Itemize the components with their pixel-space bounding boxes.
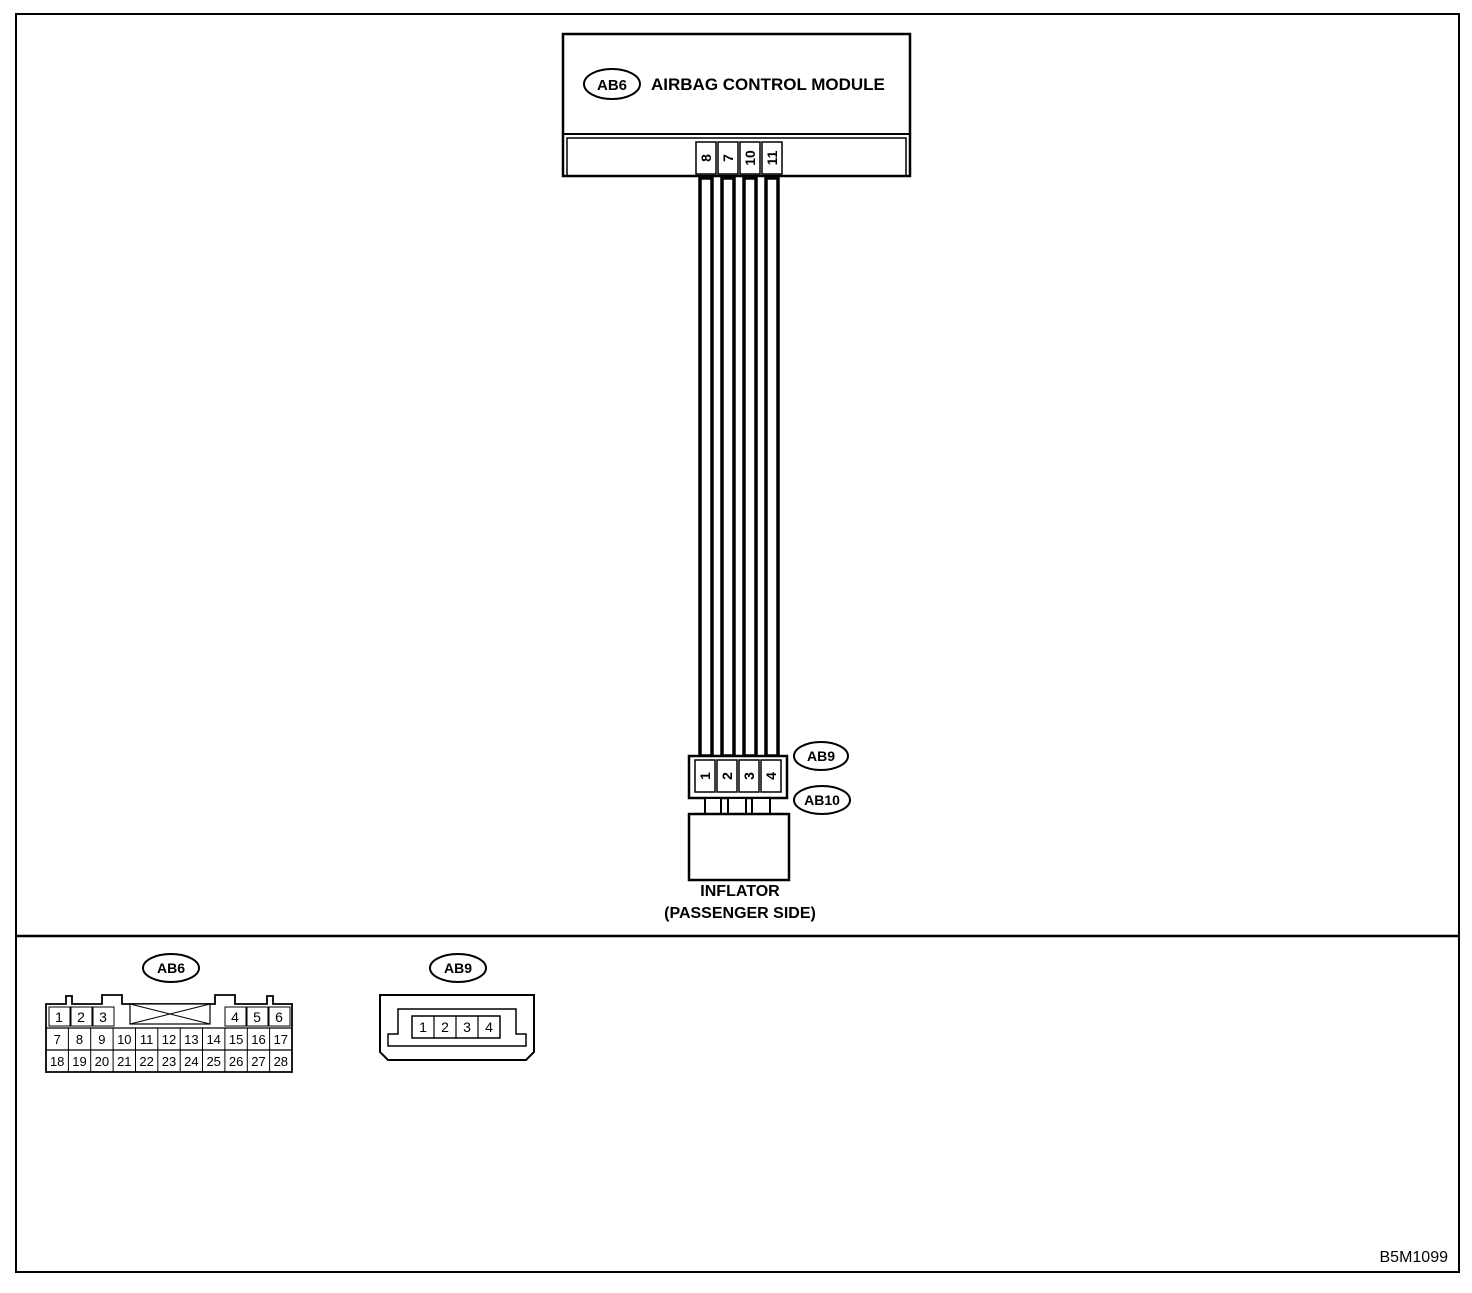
ab6-pin-cell — [48, 1006, 71, 1027]
ab9-connector-view: AB9 1 2 3 4 — [379, 953, 535, 1061]
inflator-stub — [704, 797, 722, 815]
ab6-pin-label: 2 — [77, 1009, 85, 1025]
ab9-pin-label: 3 — [463, 1019, 471, 1035]
ab6-pin-label: 28 — [274, 1054, 288, 1069]
ab6-pin-cell — [70, 1006, 93, 1027]
ab6-pin-label: 14 — [206, 1032, 220, 1047]
ab6-pin-label: 18 — [50, 1054, 64, 1069]
ab6-pin-label: 4 — [231, 1009, 239, 1025]
module-pin-label: 8 — [698, 154, 714, 162]
harness-pin-cell — [760, 759, 782, 793]
module-pin-label: 11 — [764, 150, 780, 165]
ab6-pin-label: 15 — [229, 1032, 243, 1047]
inflator-label: INFLATOR — [700, 883, 780, 900]
ab6-view-tag-oval — [142, 953, 200, 983]
wire — [742, 176, 758, 758]
harness-tag-top-oval — [793, 741, 849, 771]
ab6-pin-cell — [224, 1006, 247, 1027]
ab6-connector-outline — [45, 994, 293, 1073]
ab9-pin-label: 4 — [485, 1019, 493, 1035]
harness-pin-cell — [738, 759, 760, 793]
harness-tag-top: AB9 — [807, 748, 835, 764]
harness-pin-label: 2 — [719, 772, 735, 780]
harness-pin-cell — [716, 759, 738, 793]
ab9-pin-label: 1 — [419, 1019, 427, 1035]
ab6-pin-label: 27 — [251, 1054, 265, 1069]
airbag-control-module: AB6 AIRBAG CONTROL MODULE — [561, 32, 912, 178]
ab6-pin-label: 13 — [184, 1032, 198, 1047]
ab6-pin-label: 9 — [98, 1032, 105, 1047]
module-title: AIRBAG CONTROL MODULE — [651, 75, 885, 94]
module-pin-cell — [695, 141, 717, 175]
ab9-view-tag: AB9 — [444, 960, 472, 976]
module-pin-cell — [717, 141, 739, 175]
module-connector-tag-oval — [583, 68, 641, 100]
inflator-body — [687, 812, 791, 882]
ab6-pin-label: 20 — [95, 1054, 109, 1069]
wire-harness — [698, 176, 780, 758]
wire — [698, 176, 714, 758]
ab6-pin-label: 16 — [251, 1032, 265, 1047]
module-connector-strip — [566, 137, 907, 177]
module-pin-cell — [739, 141, 761, 175]
ab6-pin-label: 11 — [140, 1032, 154, 1047]
ab6-pin-label: 21 — [117, 1054, 131, 1069]
ab6-pin-label: 3 — [99, 1009, 107, 1025]
ab6-pin-cell — [268, 1006, 291, 1027]
harness-tag-bottom: AB10 — [804, 792, 840, 808]
inflator-stub — [751, 797, 771, 815]
inflator-sublabel: (PASSENGER SIDE) — [664, 905, 816, 922]
ab6-blank-cross — [129, 1003, 211, 1025]
harness-pin-label: 4 — [763, 772, 779, 780]
ab6-pin-cell — [246, 1006, 269, 1027]
module-pin-label: 7 — [720, 154, 736, 162]
ab6-pin-label: 26 — [229, 1054, 243, 1069]
ab6-pin-label: 12 — [162, 1032, 176, 1047]
ab9-view-tag-oval — [429, 953, 487, 983]
harness-pin-label: 3 — [741, 772, 757, 780]
module-pins: 8 7 10 11 — [695, 141, 783, 175]
ab6-pin-label: 10 — [117, 1032, 131, 1047]
wire — [764, 176, 780, 758]
ab6-pin-label: 7 — [54, 1032, 61, 1047]
figure-code: B5M1099 — [1380, 1249, 1449, 1266]
harness-connector: 1 2 3 4 AB9 AB10 — [687, 741, 851, 815]
inflator-stub — [727, 797, 747, 815]
ab6-pin-label: 22 — [139, 1054, 153, 1069]
harness-pin-cell — [694, 759, 716, 793]
ab6-pin-label: 5 — [253, 1009, 261, 1025]
ab6-pin-label: 1 — [55, 1009, 63, 1025]
harness-pin-label: 1 — [697, 772, 713, 780]
module-pin-label: 10 — [742, 150, 758, 166]
ab6-pin-label: 24 — [184, 1054, 198, 1069]
ab6-view-tag: AB6 — [157, 960, 185, 976]
ab6-pin-label: 6 — [275, 1009, 283, 1025]
ab6-pin-label: 23 — [162, 1054, 176, 1069]
ab6-pin-label: 25 — [206, 1054, 220, 1069]
ab6-connector-view: AB6 1 2 3 4 5 6 — [45, 953, 293, 1073]
ab6-pin-label: 17 — [274, 1032, 288, 1047]
ab9-pin-label: 2 — [441, 1019, 449, 1035]
harness-tag-bottom-oval — [793, 785, 851, 815]
ab6-pin-cell — [92, 1006, 115, 1027]
wire — [720, 176, 736, 758]
outer-frame — [15, 13, 1460, 1273]
module-pin-cell — [761, 141, 783, 175]
ab9-connector-inner — [387, 1008, 527, 1047]
module-connector-tag: AB6 — [597, 77, 627, 94]
ab6-pin-label: 8 — [76, 1032, 83, 1047]
ab6-pin-label: 19 — [72, 1054, 86, 1069]
ab9-connector-outline — [379, 994, 535, 1061]
inflator: INFLATOR (PASSENGER SIDE) — [664, 797, 816, 922]
